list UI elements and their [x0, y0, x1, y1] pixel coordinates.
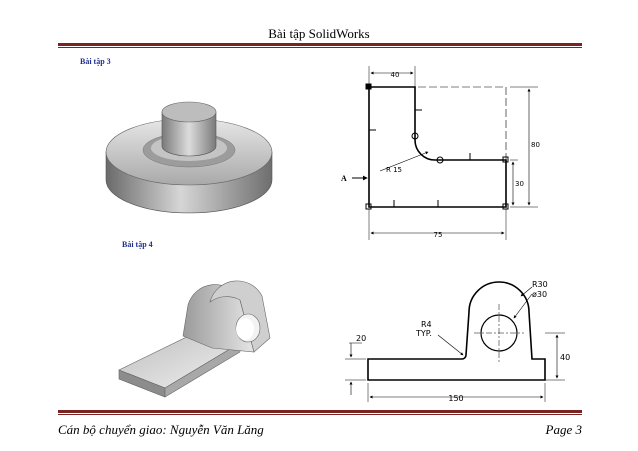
header-rule-thin	[58, 47, 582, 48]
flange-3d-model	[105, 101, 273, 214]
footer-rule	[58, 410, 582, 413]
fillet-note-label: TYP.	[415, 329, 432, 338]
dim-bottom-label: 75	[434, 231, 443, 239]
exercise-3-label: Bài tập 3	[80, 57, 111, 66]
hole-diameter-label: ø30	[532, 290, 547, 299]
bracket-hole	[480, 314, 518, 352]
header-rule	[58, 43, 582, 46]
radius-label: R 15	[386, 166, 402, 174]
header-title: Bài tập SolidWorks	[268, 26, 370, 41]
footer-rule-thin	[58, 414, 582, 415]
vertex-marker	[502, 203, 509, 210]
dim-top-label: 40	[391, 71, 400, 79]
vertex-marker	[436, 156, 444, 164]
fillet-radius-label: R4	[421, 320, 432, 329]
dim-step-label: 30	[515, 180, 524, 188]
dim-thickness-label: 20	[356, 334, 366, 343]
bracket-outline	[367, 281, 546, 381]
view-label: A	[341, 174, 347, 183]
bracket-3d-model	[118, 280, 271, 398]
exercise-4-label: Bài tập 4	[122, 240, 153, 249]
radius-leader	[520, 286, 533, 297]
diameter-leader	[513, 293, 533, 319]
vertex-marker	[365, 203, 372, 210]
vertex-marker	[411, 132, 419, 140]
radius-leader	[379, 151, 429, 172]
page-number: Page 3	[545, 422, 582, 437]
exercise-4-drawing	[345, 281, 565, 402]
fillet-leader	[437, 334, 464, 356]
dim-length-label: 150	[448, 394, 463, 403]
profile-outline	[368, 86, 507, 208]
vertex-marker	[502, 156, 509, 163]
dim-height-label: 40	[560, 353, 570, 362]
dim-height-label: 80	[531, 141, 540, 149]
vertex-marker	[365, 83, 372, 90]
outer-radius-label: R30	[532, 280, 548, 289]
footer-author: Cán bộ chuyển giao: Nguyễn Văn Lăng	[58, 422, 264, 437]
exercise-3-drawing	[352, 66, 538, 240]
